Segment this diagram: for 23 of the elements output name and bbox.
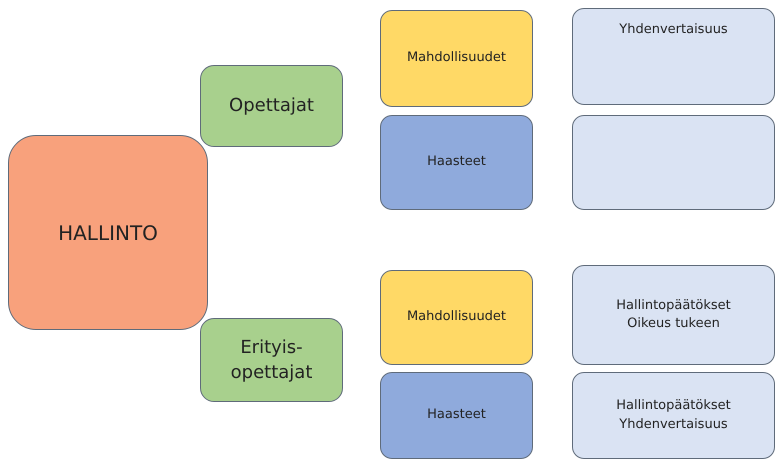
- opportunity-box: [380, 270, 533, 365]
- node-label: Haasteet: [427, 406, 486, 424]
- note-box: [572, 372, 775, 459]
- node-label: Mahdollisuudet: [406, 308, 506, 326]
- node-label: Hallintopäätökset: [616, 296, 731, 315]
- node-label: Oikeus tukeen: [627, 315, 720, 333]
- node-label: Mahdollisuudet: [406, 49, 506, 68]
- challenge-box: [380, 372, 533, 459]
- note-box: [572, 115, 775, 210]
- node-label: Opettajat: [229, 94, 314, 118]
- group-box: [200, 318, 343, 402]
- group-box: [200, 65, 343, 147]
- node-label: HALLINTO: [58, 220, 158, 246]
- challenge-box: [380, 115, 533, 210]
- root-box: [8, 135, 208, 330]
- node-label: Yhdenvertaisuus: [619, 21, 728, 39]
- opportunity-box: [380, 10, 533, 107]
- node-label: Erityis- opettajat: [230, 336, 314, 385]
- note-box: [572, 265, 775, 365]
- node-label: Hallintopäätökset: [616, 397, 731, 416]
- node-label: Haasteet: [427, 153, 486, 172]
- node-label: Yhdenvertaisuus: [619, 416, 728, 434]
- note-box: [572, 8, 775, 105]
